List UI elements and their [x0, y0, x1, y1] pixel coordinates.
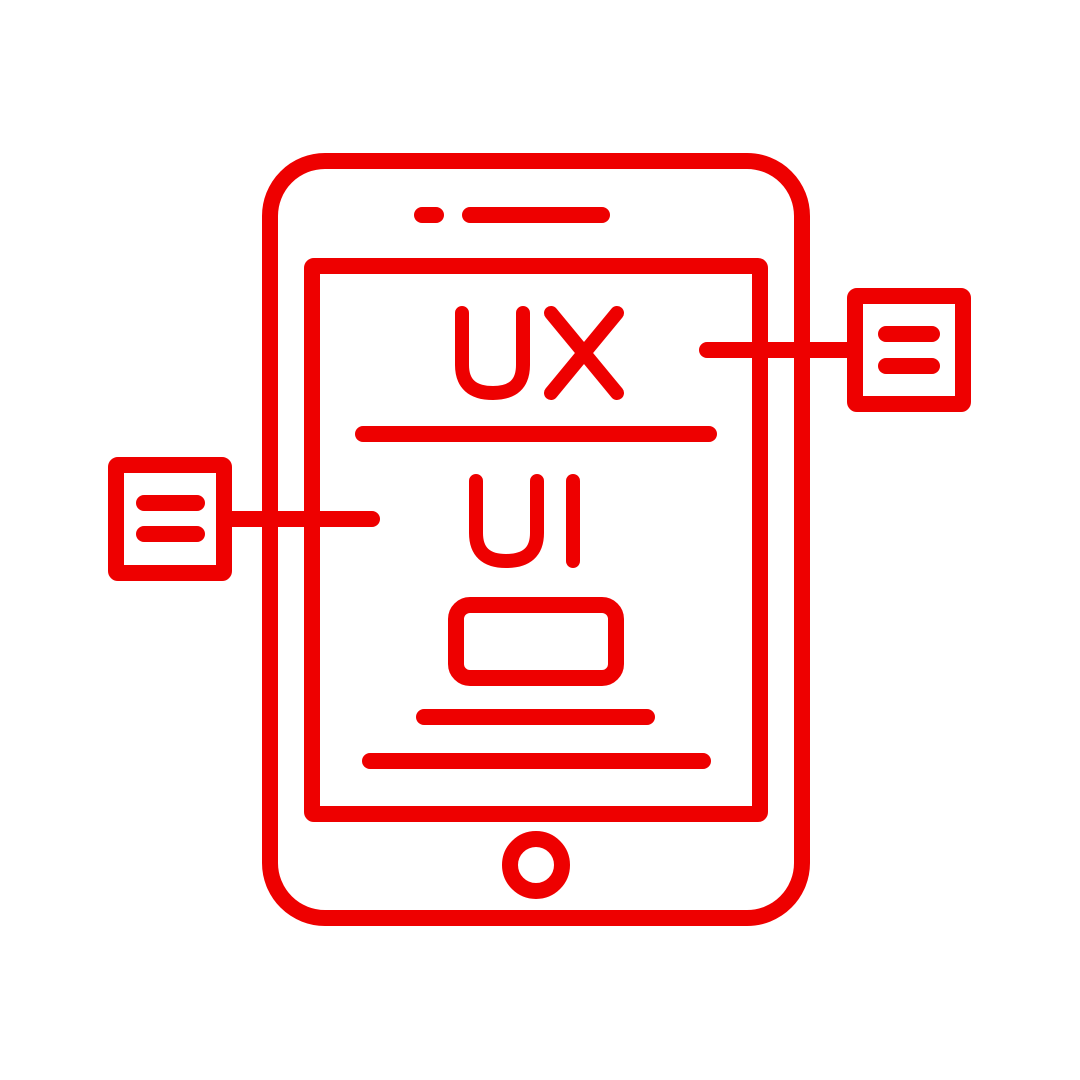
tablet-screen: [304, 258, 768, 822]
right-callout: [699, 288, 971, 412]
ui-lettering: [469, 474, 580, 568]
home-button-icon: [502, 831, 570, 899]
callout-box: [847, 288, 971, 412]
button-shape: [448, 597, 624, 686]
callout-box: [108, 457, 232, 581]
left-callout: [108, 457, 380, 581]
ux-lettering: [455, 306, 624, 400]
tablet-frame: [262, 153, 810, 926]
